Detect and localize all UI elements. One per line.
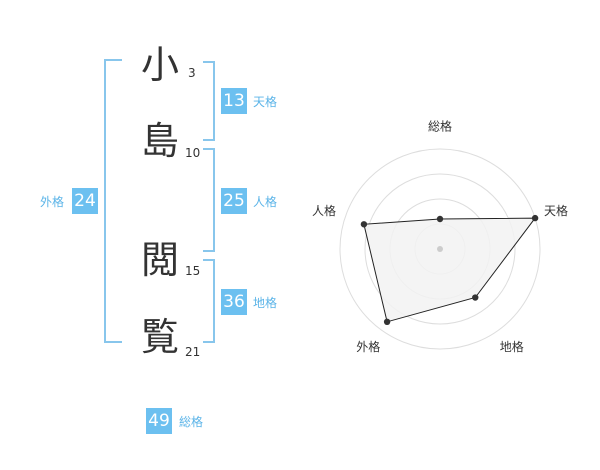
name-char-3: 閲: [141, 238, 180, 282]
radar-point-4: [383, 318, 391, 326]
tenkaku-badge: 13: [221, 88, 247, 114]
soukaku-label: 総格: [179, 415, 204, 429]
radar-axis-label-5: 人格: [312, 203, 336, 218]
chikaku-badge: 36: [221, 289, 247, 315]
gaikaku-bracket: [104, 59, 122, 343]
chikaku-bracket: [203, 259, 215, 343]
radar-ring-4: [339, 148, 541, 350]
stroke-count-3: 15: [185, 264, 201, 278]
soukaku-badge: 49: [146, 408, 172, 434]
tenkaku-bracket: [203, 61, 215, 141]
stroke-count-2: 10: [185, 146, 201, 160]
radar-ring-3: [364, 173, 516, 325]
name-char-2: 島: [141, 119, 180, 163]
radar-center-dot: [437, 246, 443, 252]
stroke-count-4: 21: [185, 345, 201, 359]
radar-axis-label-3: 地格: [500, 339, 524, 354]
radar-axis-label-4: 外格: [356, 339, 380, 354]
radar-point-1: [436, 215, 444, 223]
name-char-4: 覧: [141, 315, 180, 359]
name-char-1: 小: [141, 43, 180, 87]
radar-polygon: [363, 217, 537, 323]
gaikaku-label: 外格: [40, 195, 65, 209]
radar-point-3: [472, 294, 479, 301]
radar-axis-label-2: 天格: [544, 203, 568, 218]
radar-point-2: [531, 214, 539, 222]
jinkaku-label: 人格: [253, 195, 278, 209]
jinkaku-badge: 25: [221, 188, 247, 214]
chikaku-label: 地格: [253, 296, 278, 310]
gaikaku-badge: 24: [72, 188, 98, 214]
jinkaku-bracket: [203, 148, 215, 252]
stroke-count-1: 3: [188, 66, 196, 80]
tenkaku-label: 天格: [253, 95, 278, 109]
radar-point-5: [360, 221, 368, 228]
radar-axis-label-1: 総格: [428, 119, 452, 134]
